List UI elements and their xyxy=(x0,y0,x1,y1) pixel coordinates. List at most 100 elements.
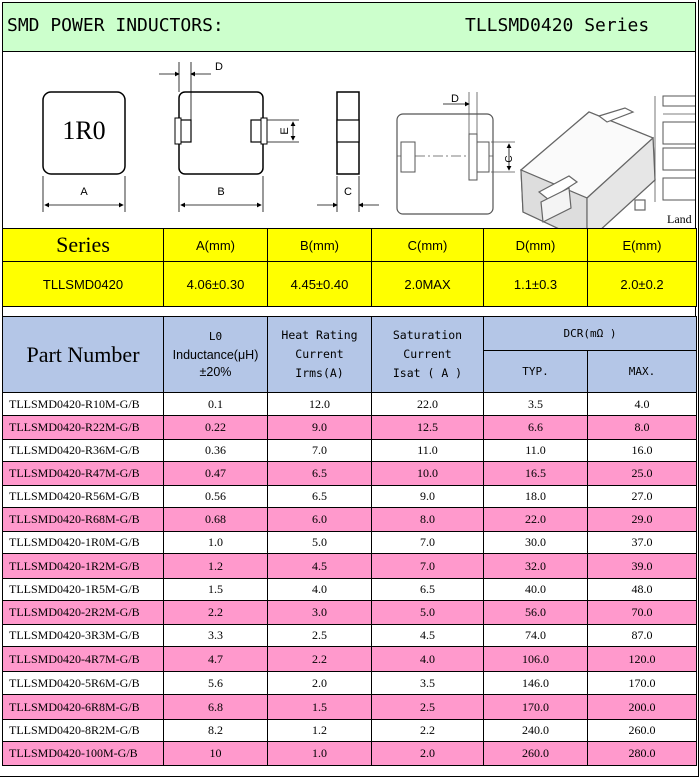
inductance-cell: 1.0 xyxy=(163,531,268,554)
inductance-header: L0 Inductance(μH)±20% xyxy=(163,316,268,393)
irms-cell: 9.0 xyxy=(267,415,372,440)
heat-rating-line-3: Irms(A) xyxy=(295,366,344,380)
isat-cell: 7.0 xyxy=(371,553,484,579)
irms-cell: 1.0 xyxy=(267,741,372,766)
isat-cell: 10.0 xyxy=(371,461,484,486)
dcr-typ-header: TYP. xyxy=(483,350,588,393)
part-number-cell: TLLSMD0420-R47M-G/B xyxy=(2,461,164,486)
drawing-canvas: 1R0 A D E xyxy=(42,61,695,228)
inductance-cell: 0.1 xyxy=(163,392,268,416)
dcr-max-cell: 280.0 xyxy=(586,741,698,766)
dim-value-a: 4.06±0.30 xyxy=(163,261,268,307)
part-number-cell: TLLSMD0420-R22M-G/B xyxy=(2,415,164,440)
part-number-cell: TLLSMD0420-5R6M-G/B xyxy=(2,671,164,695)
parts-table: Part Number L0 Inductance(μH)±20% Heat R… xyxy=(2,316,698,766)
part-number-cell: TLLSMD0420-2R2M-G/B xyxy=(2,600,164,625)
irms-cell: 2.0 xyxy=(267,671,372,695)
part-number-cell: TLLSMD0420-3R3M-G/B xyxy=(2,624,164,647)
dcr-typ-cell: 30.0 xyxy=(483,531,588,554)
dim-value-e: 2.0±0.2 xyxy=(587,261,697,307)
isat-cell: 6.5 xyxy=(371,578,484,601)
dcr-header: DCR(mΩ ) xyxy=(482,316,698,351)
isat-cell: 9.0 xyxy=(371,485,484,508)
isometric-view xyxy=(519,107,656,228)
dcr-max-cell: 200.0 xyxy=(586,694,698,720)
land-pattern: Land xyxy=(654,95,695,226)
series-header: Series xyxy=(2,228,164,262)
series-title: TLLSMD0420 Series xyxy=(465,15,650,36)
dcr-typ-cell: 56.0 xyxy=(483,600,588,625)
outline-label-d: D xyxy=(451,93,459,105)
inductance-cell: 8.2 xyxy=(163,719,268,742)
dcr-max-cell: 48.0 xyxy=(586,578,698,601)
dim-value-d: 1.1±0.3 xyxy=(483,261,588,307)
isat-cell: 8.0 xyxy=(371,507,484,532)
heat-rating-line-1: Heat Rating xyxy=(281,328,358,342)
dcr-typ-cell: 240.0 xyxy=(483,719,588,742)
inductance-cell: 1.2 xyxy=(163,553,268,579)
irms-cell: 6.5 xyxy=(267,461,372,486)
isat-cell: 2.2 xyxy=(371,719,484,742)
saturation-header: Saturation Current Isat ( A ) xyxy=(371,316,484,393)
dcr-max-cell: 29.0 xyxy=(586,507,698,532)
dim-label-e: E xyxy=(279,127,291,134)
dim-label-c: C xyxy=(344,186,352,198)
marking-text: 1R0 xyxy=(62,116,105,145)
part-number-cell: TLLSMD0420-4R7M-G/B xyxy=(2,646,164,672)
inductance-cell: 0.22 xyxy=(163,415,268,440)
dim-value-b: 4.45±0.40 xyxy=(267,261,372,307)
dcr-typ-cell: 146.0 xyxy=(483,671,588,695)
dcr-max-cell: 260.0 xyxy=(586,719,698,742)
table-spacer xyxy=(2,306,696,316)
part-number-cell: TLLSMD0420-1R2M-G/B xyxy=(2,553,164,579)
part-number-cell: TLLSMD0420-R68M-G/B xyxy=(2,507,164,532)
isat-cell: 4.0 xyxy=(371,646,484,672)
part-number-cell: TLLSMD0420-R10M-G/B xyxy=(2,392,164,416)
dcr-max-cell: 37.0 xyxy=(586,531,698,554)
irms-cell: 4.0 xyxy=(267,578,372,601)
dimension-value-row: TLLSMD0420 4.06±0.30 4.45±0.40 2.0MAX 1.… xyxy=(2,261,697,307)
dcr-typ-cell: 170.0 xyxy=(483,694,588,720)
l0-label: L0 xyxy=(208,330,223,343)
irms-cell: 3.0 xyxy=(267,600,372,625)
inductance-cell: 5.6 xyxy=(163,671,268,695)
inductance-label: Inductance(μH)±20% xyxy=(172,348,259,379)
isat-cell: 4.5 xyxy=(371,624,484,647)
dimension-drawings: 1R0 A D E xyxy=(2,52,696,228)
dim-col-e: E(mm) xyxy=(587,228,697,262)
top-view: 1R0 A xyxy=(42,91,126,212)
isat-cell: 12.5 xyxy=(371,415,484,440)
irms-cell: 6.0 xyxy=(267,507,372,532)
inductance-cell: 2.2 xyxy=(163,600,268,625)
isat-cell: 2.0 xyxy=(371,741,484,766)
dim-label-b: B xyxy=(217,186,224,198)
inductance-cell: 0.47 xyxy=(163,461,268,486)
saturation-line-3: Isat ( A ) xyxy=(392,366,463,380)
saturation-line-1: Saturation xyxy=(392,328,463,342)
isat-cell: 7.0 xyxy=(371,531,484,554)
part-number-cell: TLLSMD0420-8R2M-G/B xyxy=(2,719,164,742)
dcr-typ-cell: 3.5 xyxy=(483,392,588,416)
side-view: C xyxy=(317,91,379,212)
dimension-table: Series A(mm) B(mm) C(mm) D(mm) E(mm) TLL… xyxy=(2,228,697,307)
dim-col-a: A(mm) xyxy=(163,228,268,262)
inductance-cell: 10 xyxy=(163,741,268,766)
inductance-cell: 0.68 xyxy=(163,507,268,532)
inductance-cell: 0.36 xyxy=(163,439,268,462)
inductance-cell: 0.56 xyxy=(163,485,268,508)
saturation-line-2: Current xyxy=(403,347,452,361)
dcr-typ-cell: 22.0 xyxy=(483,507,588,532)
isat-cell: 22.0 xyxy=(371,392,484,416)
